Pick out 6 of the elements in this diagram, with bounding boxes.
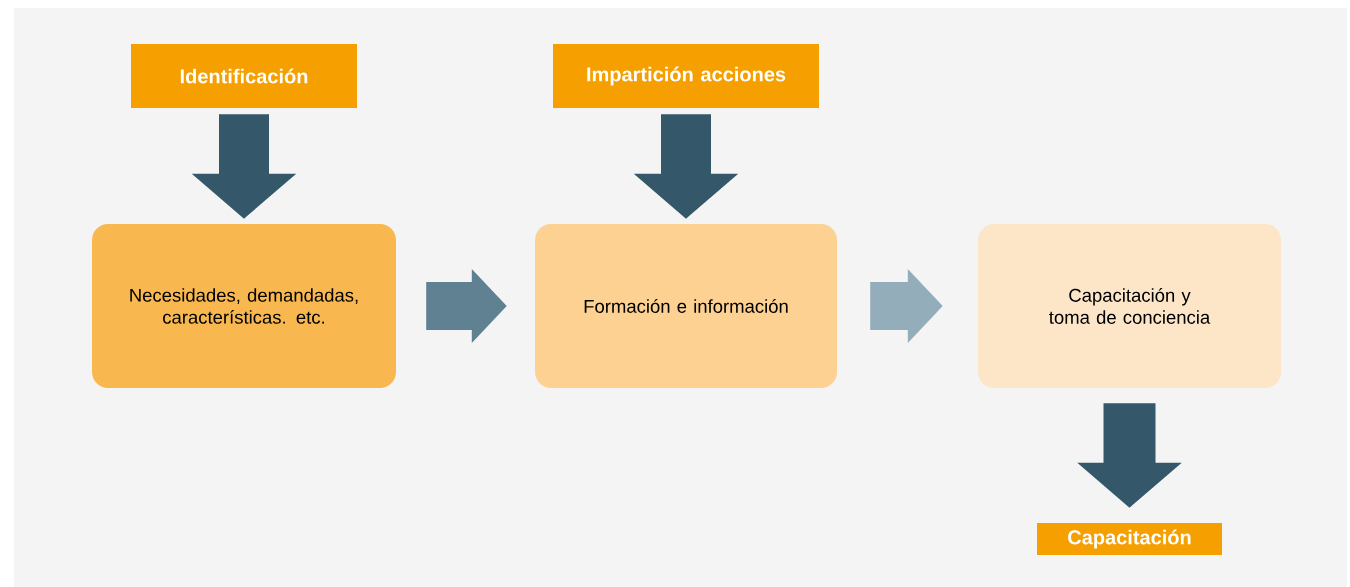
process-box: Capacitación y toma de conciencia: [978, 224, 1281, 388]
title-label: Impartición acciones: [553, 44, 819, 108]
process-box: Necesidades, demandadas, características. etc.: [92, 224, 396, 388]
title-label: Identificación: [131, 44, 357, 108]
process-box: Formación e información: [535, 224, 837, 388]
title-label: Capacitación: [1037, 523, 1222, 555]
